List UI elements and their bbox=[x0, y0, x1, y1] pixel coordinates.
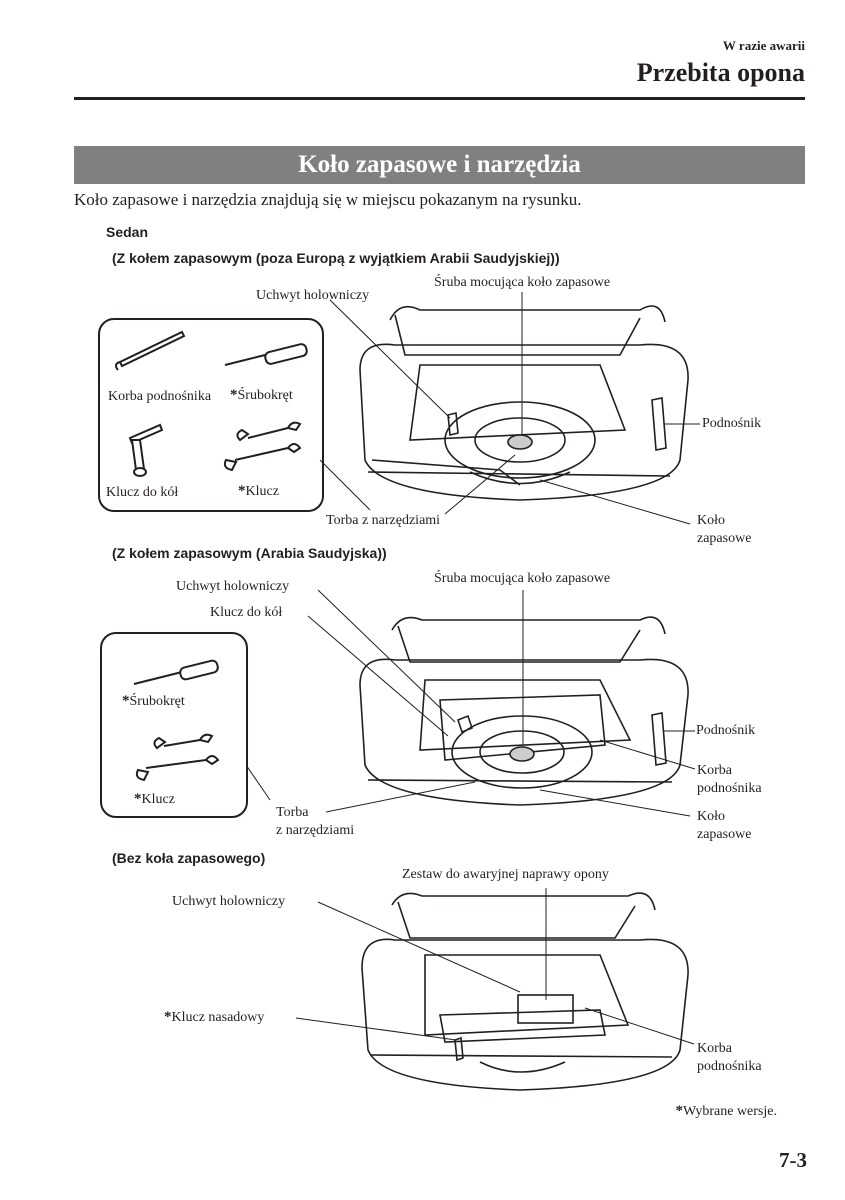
section-label: W razie awarii bbox=[722, 38, 805, 53]
fig1-label-tow-hook: Uchwyt holowniczy bbox=[256, 288, 370, 303]
fig1-label-spare-tire-1: Koło bbox=[697, 513, 725, 528]
title-rule bbox=[74, 97, 805, 100]
fig3-label-repair-kit: Zestaw do awaryjnej naprawy opony bbox=[402, 867, 609, 882]
fig1-leaders bbox=[319, 292, 700, 525]
fig2-label-spare-bolt: Śruba mocująca koło zapasowe bbox=[434, 571, 611, 586]
fig1-label-spare-tire-2: zapasowe bbox=[697, 531, 752, 546]
wrench-icon bbox=[135, 733, 220, 782]
fig3-trunk-drawing bbox=[361, 892, 689, 1091]
section-banner: Koło zapasowe i narzędzia bbox=[74, 146, 805, 184]
optional-mark: * bbox=[134, 791, 142, 807]
lug-wrench-icon bbox=[128, 423, 164, 477]
optional-mark: * bbox=[238, 483, 246, 499]
fig2-label-jack-handle-2: podnośnika bbox=[697, 781, 762, 796]
label-jack-handle: Korba podnośnika bbox=[108, 389, 212, 404]
fig3-leaders bbox=[295, 888, 695, 1045]
fig3-label-jack-handle-1: Korba bbox=[697, 1041, 732, 1056]
jack-handle-icon bbox=[114, 330, 186, 371]
fig1-trunk-drawing bbox=[359, 305, 689, 501]
fig2-label-spare-tire-1: Koło bbox=[697, 809, 725, 824]
banner-title: Koło zapasowe i narzędzia bbox=[298, 151, 581, 178]
fig2-tools-drawing bbox=[133, 659, 220, 782]
fig2-label-tool-bag-1: Torba bbox=[276, 805, 309, 820]
page-title: Przebita opona bbox=[636, 58, 805, 87]
fig2-trunk-drawing bbox=[359, 616, 689, 806]
fig3-label-socket-wrench: *Klucz nasadowy bbox=[164, 1009, 265, 1025]
footnote: *Wybrane wersje. bbox=[675, 1103, 777, 1119]
fig3-label-tow-hook: Uchwyt holowniczy bbox=[172, 894, 286, 909]
optional-mark: * bbox=[675, 1103, 683, 1119]
fig1-heading: (Z kołem zapasowym (poza Europą z wyjątk… bbox=[112, 250, 560, 266]
fig2-tools-inset: *Śrubokręt *Klucz bbox=[100, 632, 248, 818]
label-lug-wrench: Klucz do kół bbox=[106, 485, 179, 500]
fig2-label-wrench: *Klucz bbox=[134, 791, 175, 807]
fig2-leaders bbox=[243, 589, 696, 817]
fig2-label-tool-bag-2: z narzędziami bbox=[276, 823, 355, 838]
optional-mark: * bbox=[164, 1009, 172, 1025]
fig1-tools-inset: Korba podnośnika *Śrubokręt Klucz do kół… bbox=[98, 318, 324, 512]
intro-paragraph: Koło zapasowe i narzędzia znajdują się w… bbox=[74, 190, 582, 209]
label-screwdriver: *Śrubokręt bbox=[230, 387, 293, 403]
optional-mark: * bbox=[122, 693, 130, 709]
fig2-label-tow-hook: Uchwyt holowniczy bbox=[176, 579, 290, 594]
wrench-icon bbox=[223, 421, 302, 472]
fig2-heading: (Z kołem zapasowym (Arabia Saudyjska)) bbox=[112, 545, 387, 561]
fig2-label-lug-wrench: Klucz do kół bbox=[210, 605, 283, 620]
fig3-heading: (Bez koła zapasowego) bbox=[112, 850, 266, 866]
sedan-heading: Sedan bbox=[106, 224, 149, 240]
fig2-label-jack: Podnośnik bbox=[696, 723, 756, 738]
label-wrench: *Klucz bbox=[238, 483, 279, 499]
fig2-label-spare-tire-2: zapasowe bbox=[697, 827, 752, 842]
fig2-label-screwdriver: *Śrubokręt bbox=[122, 693, 185, 709]
optional-mark: * bbox=[230, 387, 238, 403]
screwdriver-icon bbox=[133, 659, 219, 685]
screwdriver-icon bbox=[224, 343, 308, 366]
fig1-label-jack: Podnośnik bbox=[702, 416, 762, 431]
fig2-label-jack-handle-1: Korba bbox=[697, 763, 732, 778]
fig1-tools-drawing bbox=[114, 330, 308, 477]
fig3-label-jack-handle-2: podnośnika bbox=[697, 1059, 762, 1074]
page-number: 7-3 bbox=[779, 1148, 807, 1172]
fig1-label-tool-bag: Torba z narzędziami bbox=[326, 513, 441, 528]
fig1-label-spare-bolt: Śruba mocująca koło zapasowe bbox=[434, 275, 611, 290]
